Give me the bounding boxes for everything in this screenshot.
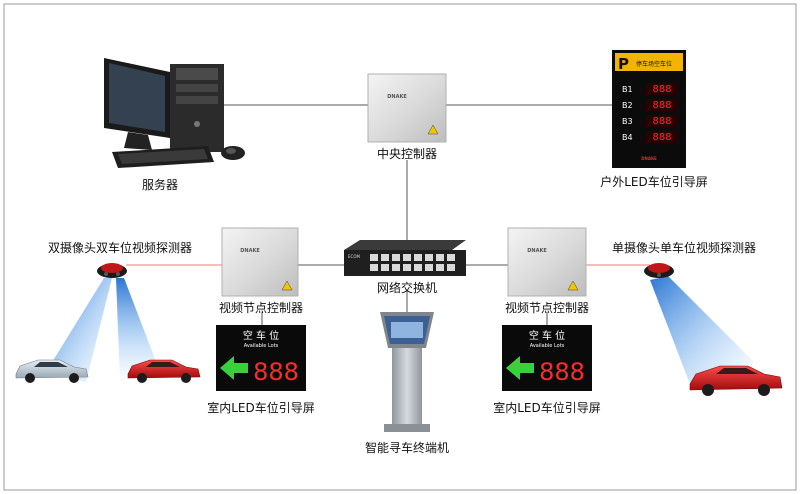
warning-icon [427, 124, 439, 135]
outdoor-row-value: 888 [652, 132, 671, 143]
switch-port [436, 264, 444, 271]
beam-right [116, 278, 160, 382]
switch-port [392, 264, 400, 271]
outdoor-row-value: 888 [652, 116, 671, 127]
dual-camera-detector [46, 263, 160, 382]
indoor-count: 888 [253, 358, 299, 386]
brand-logo: DNAKE [240, 248, 260, 254]
switch-port [370, 264, 378, 271]
node-controller-left-label: 视频节点控制器 [219, 300, 303, 315]
outdoor-row-label: B4 [622, 133, 633, 142]
outdoor-row-digit-box [646, 99, 678, 111]
warning-icon [281, 280, 293, 291]
node-controller-right-label: 视频节点控制器 [505, 300, 589, 315]
indoor-subtitle: Available Lots [530, 343, 565, 349]
outdoor-footer: DNAKE [641, 156, 657, 161]
indoor-led-screen-left: 空 车 位 Available Lots 888 [216, 325, 306, 391]
warning-icon [567, 280, 579, 291]
switch-port [392, 254, 400, 261]
indoor-count: 888 [539, 358, 585, 386]
parking-p-icon: P [618, 55, 629, 73]
detector-body [648, 263, 670, 273]
server-computer [104, 58, 245, 168]
switch-port [414, 264, 422, 271]
switch-port [381, 254, 389, 261]
switch-port [370, 254, 378, 261]
single-detector-label: 单摄像头单车位视频探测器 [612, 240, 756, 255]
indoor-screen-left-label: 室内LED车位引导屏 [207, 400, 315, 415]
switch-port [447, 264, 455, 271]
switch-port [425, 264, 433, 271]
outdoor-row-digit-box [646, 115, 678, 127]
car-red-left [127, 359, 201, 383]
car-red-right [689, 365, 783, 396]
single-camera-detector [644, 263, 754, 384]
outdoor-row-digit-box [646, 83, 678, 95]
monitor-screen [109, 63, 165, 132]
dual-detector-label: 双摄像头双车位视频探测器 [48, 240, 192, 255]
indoor-screen-right-label: 室内LED车位引导屏 [493, 400, 601, 415]
switch-port [414, 254, 422, 261]
switch-port [447, 254, 455, 261]
switch-port [403, 264, 411, 271]
kiosk-body [392, 348, 422, 426]
network-switch: ECOM [344, 240, 466, 276]
outdoor-header [615, 53, 683, 71]
connection-lines [222, 104, 612, 325]
outdoor-row-digit-box [646, 131, 678, 143]
terminal-label: 智能寻车终端机 [365, 440, 449, 455]
outdoor-row-label: B1 [622, 85, 633, 94]
indoor-title: 空 车 位 [243, 329, 279, 342]
arrow-left-icon [506, 356, 534, 380]
car-silver [15, 359, 89, 383]
outdoor-row-value: 888 [652, 100, 671, 111]
indoor-subtitle: Available Lots [244, 343, 279, 349]
node-controller-left: DNAKE [221, 227, 299, 297]
indoor-led-screen-right: 空 车 位 Available Lots 888 [502, 325, 592, 391]
brand-logo: DNAKE [527, 248, 547, 254]
switch-port [403, 254, 411, 261]
terminal-kiosk [380, 312, 434, 432]
switch-brand: ECOM [348, 254, 360, 259]
switch-port [381, 264, 389, 271]
switch-ports [370, 254, 455, 271]
outdoor-header-text: 停车场空车位 [636, 60, 672, 68]
brand-logo: DNAKE [387, 94, 407, 100]
outdoor-screen-label: 户外LED车位引导屏 [600, 174, 708, 189]
switch-port [436, 254, 444, 261]
beam-single [650, 276, 754, 384]
outdoor-row-value: 888 [652, 84, 671, 95]
central-controller-label: 中央控制器 [377, 146, 437, 161]
beam-left [46, 278, 112, 382]
detector-body [101, 263, 123, 273]
switch-port [425, 254, 433, 261]
network-switch-label: 网络交换机 [377, 280, 437, 295]
central-controller: DNAKE [367, 73, 447, 143]
kiosk-base [384, 424, 430, 432]
server-label: 服务器 [142, 177, 178, 192]
indoor-title: 空 车 位 [529, 329, 565, 342]
outdoor-row-label: B3 [622, 117, 633, 126]
node-controller-right: DNAKE [507, 227, 587, 297]
arrow-left-icon [220, 356, 248, 380]
outdoor-row-label: B2 [622, 101, 633, 110]
